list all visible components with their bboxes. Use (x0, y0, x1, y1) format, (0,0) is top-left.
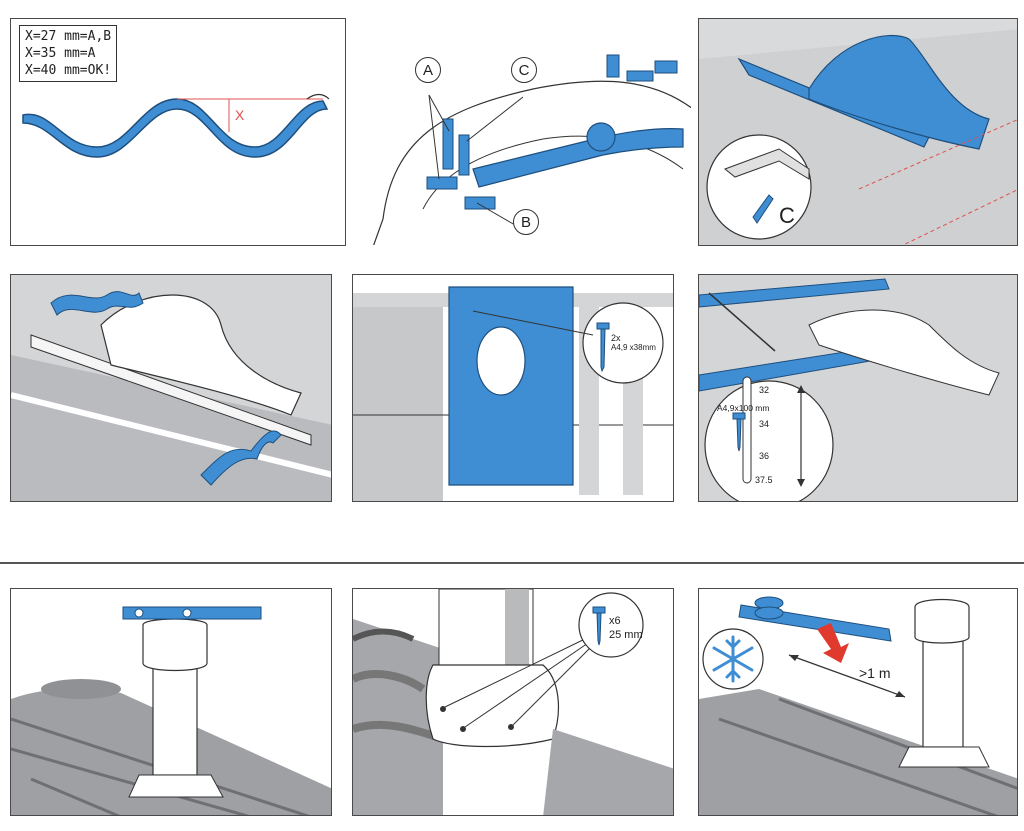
legend-line-2: X=35 mm=A (25, 46, 96, 61)
batten-scale-drawing (699, 275, 1017, 501)
base-placement-drawing (699, 19, 1017, 245)
label-a: A (415, 57, 441, 83)
label-b: B (513, 209, 539, 235)
screw-icon (732, 412, 746, 452)
snow-guard-drawing (699, 589, 1017, 815)
panel-base-screws: 2x A4,9 x38mm (352, 274, 674, 502)
detail-label-c: C (779, 203, 795, 228)
screw-icon (592, 606, 606, 646)
scale-value-32: 32 (759, 385, 770, 395)
ridge-height-legend: X=27 mm=A,B X=35 mm=A X=40 mm=OK! (19, 25, 118, 82)
snowflake-icon (712, 635, 754, 683)
panel-flashing-screws: x6 25 mm (352, 588, 674, 816)
screw-spec-label: A4,9x100 mm (717, 403, 770, 413)
scale-value-37-5: 37.5 (755, 475, 773, 485)
tile-profile-drawing (22, 93, 330, 158)
x-dimension-label: X (235, 107, 245, 123)
base-screws-drawing (353, 275, 673, 501)
base-hooks-drawing (11, 275, 331, 501)
scale-value-36: 36 (759, 451, 770, 461)
flashing-screws-drawing (353, 589, 673, 815)
distance-label: >1 m (859, 665, 891, 681)
scale-value-34: 34 (759, 419, 770, 429)
label-c: C (511, 57, 537, 83)
red-arrow-icon (817, 623, 849, 663)
panel-snow-guard: >1 m (698, 588, 1018, 816)
screw-count-label: x6 (609, 615, 621, 627)
panel-profile-measure: X=27 mm=A,B X=35 mm=A X=40 mm=OK! X (10, 18, 346, 246)
legend-line-1: X=27 mm=A,B (25, 29, 112, 44)
vent-level-drawing (11, 606, 331, 815)
panel-base-hooks (10, 274, 332, 502)
screw-spec-label: A4,9 x38mm (611, 343, 656, 352)
screw-length-label: 25 mm (609, 629, 643, 641)
panel-vent-level (10, 588, 332, 816)
section-divider (0, 562, 1024, 564)
panel-batten-scale: A4,9x100 mm 32 34 36 37.5 (698, 274, 1018, 502)
panel-base-placement: C (698, 18, 1018, 246)
legend-line-3: X=40 mm=OK! (25, 63, 112, 78)
screw-count-label: 2x (611, 333, 621, 343)
bracket-assembly-drawing (373, 54, 691, 245)
screw-icon (596, 322, 610, 373)
panel-adapter-brackets: A C B (352, 18, 692, 246)
